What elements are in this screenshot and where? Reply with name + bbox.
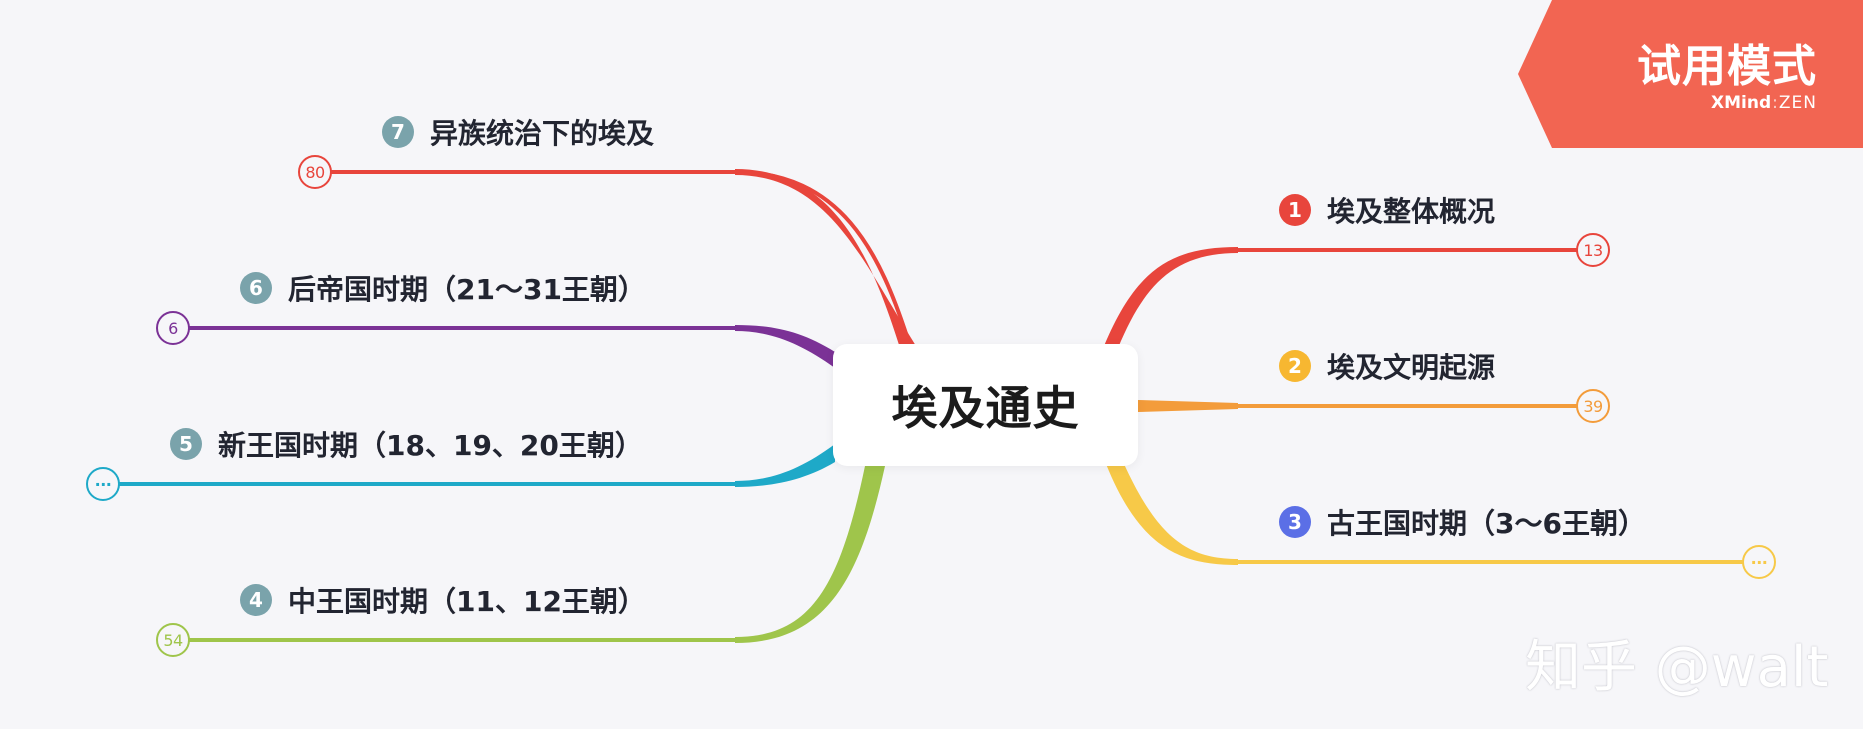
topic-7[interactable]: 7 异族统治下的埃及 (382, 112, 654, 152)
number-badge: 1 (1279, 194, 1311, 226)
branch-line-6-taper (735, 325, 835, 368)
number-badge: 3 (1279, 506, 1311, 538)
collapse-count-badge[interactable]: 39 (1576, 389, 1610, 423)
collapse-count-badge[interactable]: 13 (1576, 233, 1610, 267)
number-badge: 6 (240, 272, 272, 304)
expand-more-badge[interactable]: ··· (1742, 545, 1776, 579)
collapse-count-badge[interactable]: 80 (298, 155, 332, 189)
collapse-count-badge[interactable]: 54 (156, 623, 190, 657)
topic-label: 埃及文明起源 (1327, 351, 1496, 384)
topic-label: 埃及整体概况 (1327, 195, 1496, 228)
topic-3[interactable]: 3 古王国时期（3～6王朝） (1279, 502, 1646, 542)
topic-label: 新王国时期（18、19、20王朝） (218, 429, 643, 462)
number-badge: 7 (382, 116, 414, 148)
topic-label: 异族统治下的埃及 (430, 117, 655, 150)
branch-line-4-taper (735, 466, 885, 643)
branch-line-7 (315, 170, 912, 347)
trial-mode-banner[interactable]: 试用模式 XMind:ZEN (1518, 0, 1863, 148)
topic-label: 古王国时期（3～6王朝） (1327, 507, 1646, 540)
number-badge: 5 (170, 428, 202, 460)
watermark-text: 知乎 @walt (1525, 635, 1829, 700)
topic-5[interactable]: 5 新王国时期（18、19、20王朝） (170, 424, 643, 464)
branch-line-6 (172, 326, 837, 362)
topic-label: 后帝国时期（21～31王朝） (288, 273, 646, 306)
topic-2[interactable]: 2 埃及文明起源 (1279, 346, 1495, 386)
branch-line-5-taper (735, 444, 835, 487)
number-badge: 4 (240, 584, 272, 616)
topic-label: 中王国时期（11、12王朝） (288, 585, 646, 618)
branch-line-1-taper (1104, 247, 1238, 348)
collapse-count-badge[interactable]: 6 (156, 311, 190, 345)
central-topic-label: 埃及通史 (891, 381, 1080, 435)
expand-more-badge[interactable]: ··· (86, 467, 120, 501)
topic-4[interactable]: 4 中王国时期（11、12王朝） (240, 580, 646, 620)
number-badge: 2 (1279, 350, 1311, 382)
topic-1[interactable]: 1 埃及整体概况 (1279, 190, 1495, 230)
branch-line-7-taper (735, 169, 916, 348)
branch-line-3-taper (1106, 464, 1238, 565)
central-topic[interactable]: 埃及通史 (833, 344, 1138, 466)
topic-6[interactable]: 6 后帝国时期（21～31王朝） (240, 268, 646, 308)
trial-mode-title: 试用模式 (1637, 41, 1817, 92)
branch-line-2-taper (1138, 400, 1238, 412)
brand-logo: XMind:ZEN (1711, 93, 1817, 113)
